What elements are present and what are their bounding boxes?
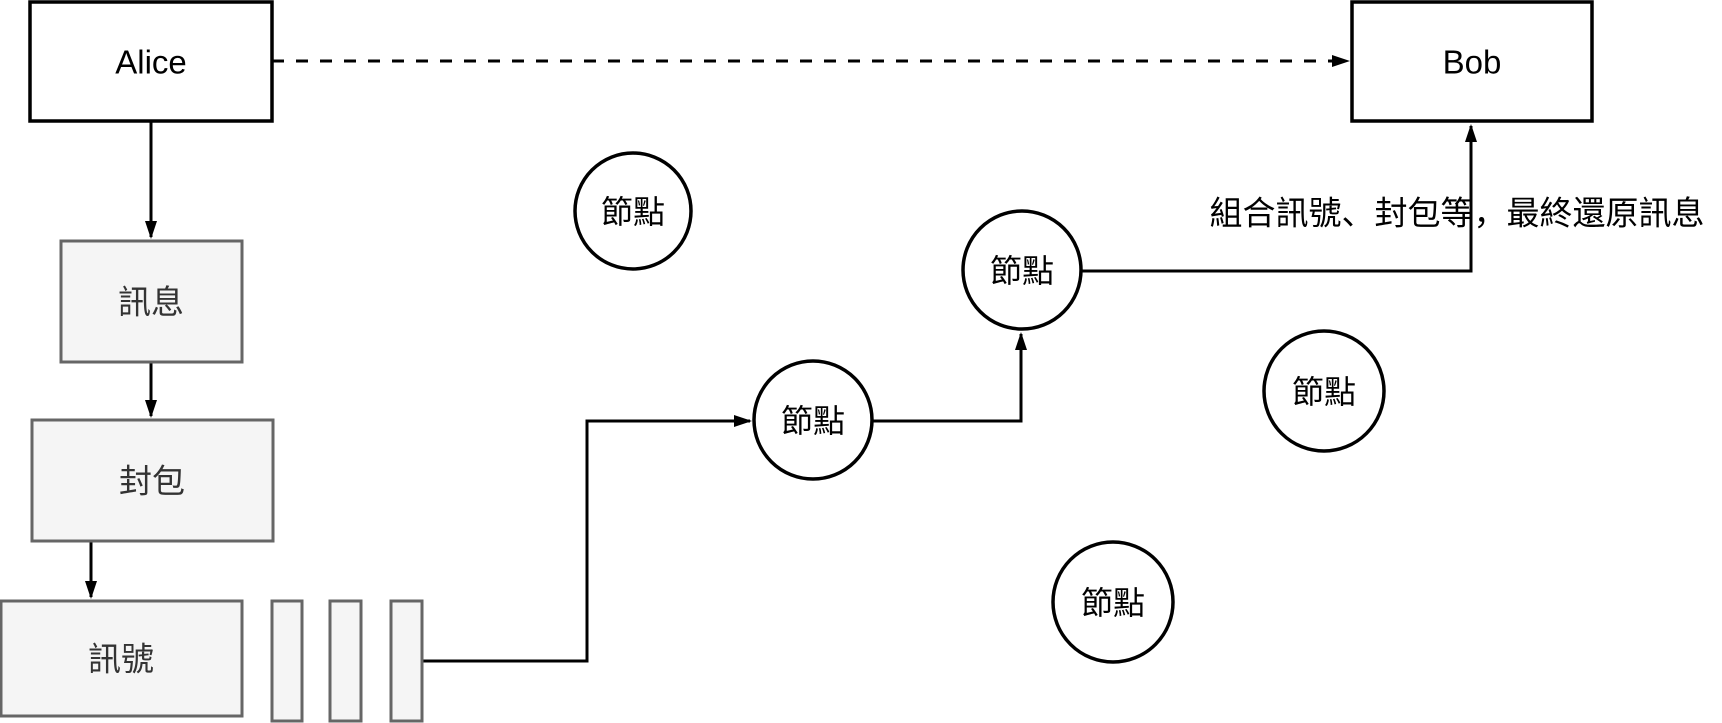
- signal-bar-2: [328, 599, 363, 723]
- relay-node-2-label: 節點: [990, 253, 1054, 289]
- stage-signal-label: 訊號: [88, 641, 154, 678]
- signal-bar-3: [389, 599, 424, 723]
- idle-node-right-circle: [1262, 329, 1386, 453]
- idle-node-bottom-circle: [1051, 540, 1175, 664]
- actor-alice-box: [28, 0, 274, 123]
- edge-node2-to-bob: [1082, 124, 1477, 273]
- idle-node-bottom-label: 節點: [1081, 585, 1145, 621]
- actor-alice-label: Alice: [115, 44, 187, 81]
- stage-packet-box: [30, 418, 275, 543]
- stage-packet-label: 封包: [119, 463, 185, 500]
- idle-node-top-left-circle: [573, 151, 693, 271]
- edge-signal-to-node1: [422, 415, 752, 663]
- relay-node-1-circle: [752, 359, 874, 481]
- idle-node-right-label: 節點: [1292, 374, 1356, 410]
- annotation-restore-message: 組合訊號、封包等，最終還原訊息: [1210, 195, 1705, 232]
- actor-bob-box: [1350, 0, 1594, 123]
- idle-node-top-left-label: 節點: [601, 194, 665, 230]
- relay-node-1-label: 節點: [781, 403, 845, 439]
- relay-node-2-circle: [961, 209, 1083, 331]
- stage-message-label: 訊息: [118, 284, 184, 321]
- stage-message-box: [59, 239, 244, 364]
- signal-bar-1: [270, 599, 304, 723]
- edge-node1-to-node2: [873, 332, 1027, 423]
- stage-signal-box: [0, 599, 244, 718]
- actor-bob-label: Bob: [1443, 44, 1502, 81]
